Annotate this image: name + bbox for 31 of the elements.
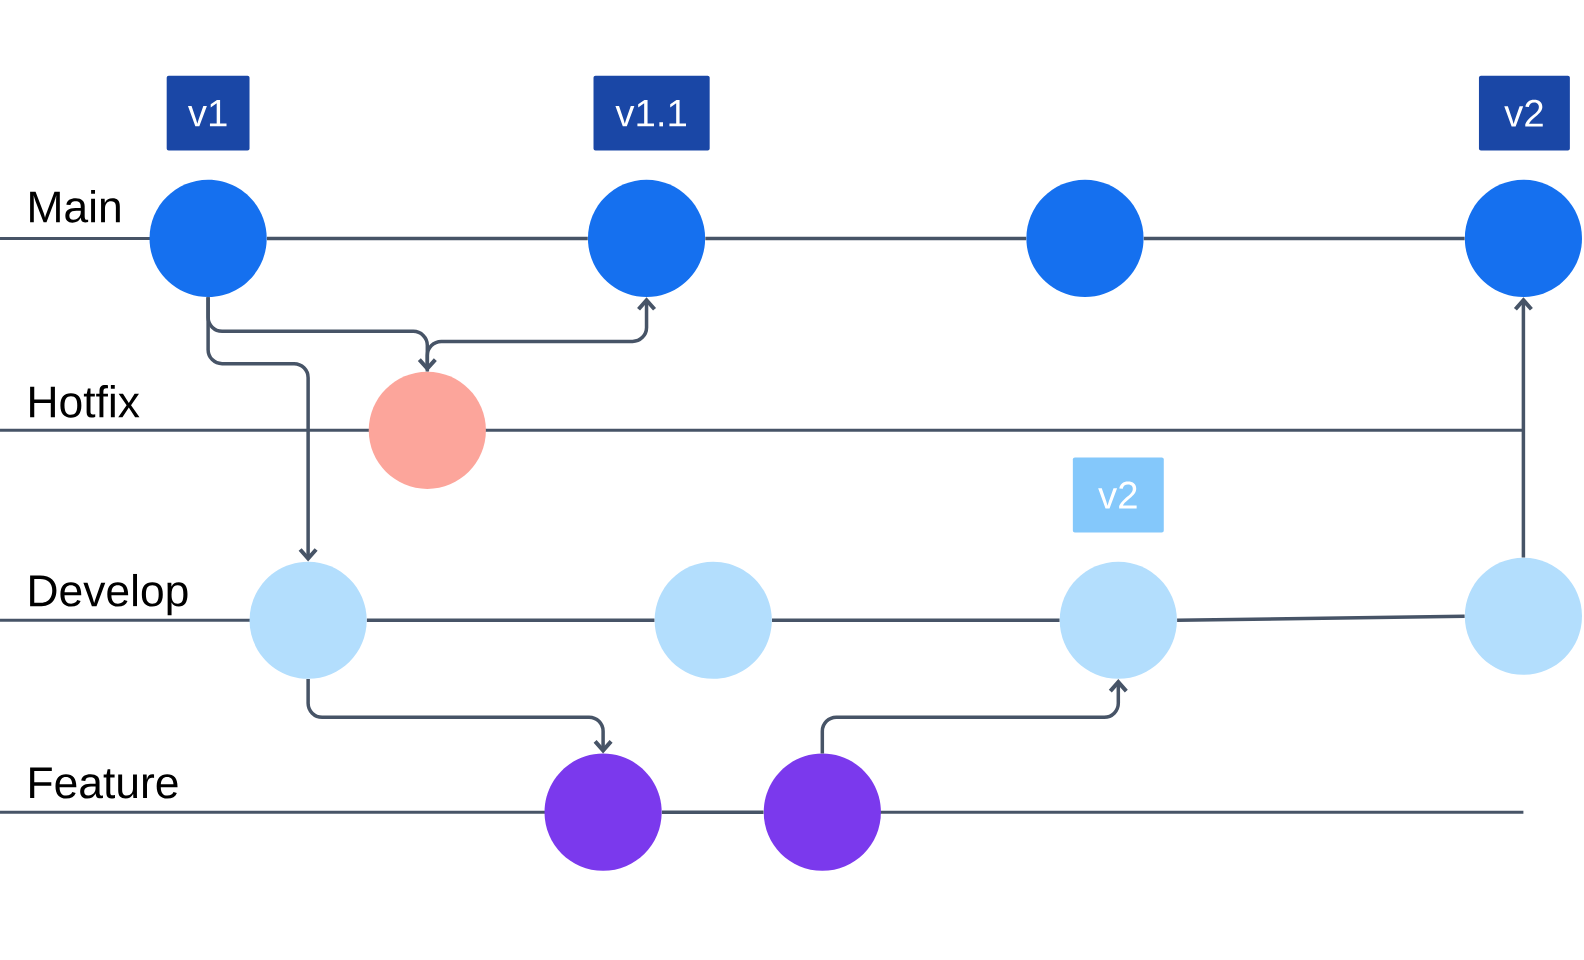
- branch-line: [661, 810, 764, 815]
- branch-line: [772, 618, 1060, 623]
- commit-circle: [1464, 180, 1582, 298]
- merge-arrow: [820, 679, 1128, 754]
- branch-label: Hotfix: [30, 385, 140, 418]
- version-tag: v2: [1072, 457, 1164, 533]
- version-tag: v2: [1478, 75, 1570, 151]
- branch-label: Feature: [30, 767, 178, 799]
- merge-arrow: [425, 297, 657, 372]
- branch-label: Main: [30, 190, 120, 223]
- commit-circle: [763, 753, 881, 871]
- branch-label: Develop: [30, 574, 188, 616]
- branch-line: [1143, 236, 1465, 241]
- commit-circle: [1059, 561, 1177, 679]
- commit-circle: [1026, 180, 1144, 298]
- commit-circle: [544, 753, 662, 871]
- commit-circle: [149, 180, 267, 298]
- branch-line: [705, 236, 1027, 241]
- commit-circle: [587, 180, 706, 298]
- commit-circle: [654, 561, 772, 679]
- commit-circle: [368, 371, 486, 490]
- branch-line: [1177, 614, 1465, 623]
- version-tag: v1.1: [593, 75, 710, 151]
- merge-arrow: [1513, 297, 1533, 558]
- commit-circle: [1464, 557, 1582, 675]
- commit-circle: [249, 561, 367, 679]
- merge-arrow: [206, 297, 318, 562]
- branch-line: [266, 236, 588, 241]
- version-tag: v1: [166, 75, 250, 151]
- branch-line: [366, 618, 655, 623]
- merge-arrow: [306, 679, 613, 754]
